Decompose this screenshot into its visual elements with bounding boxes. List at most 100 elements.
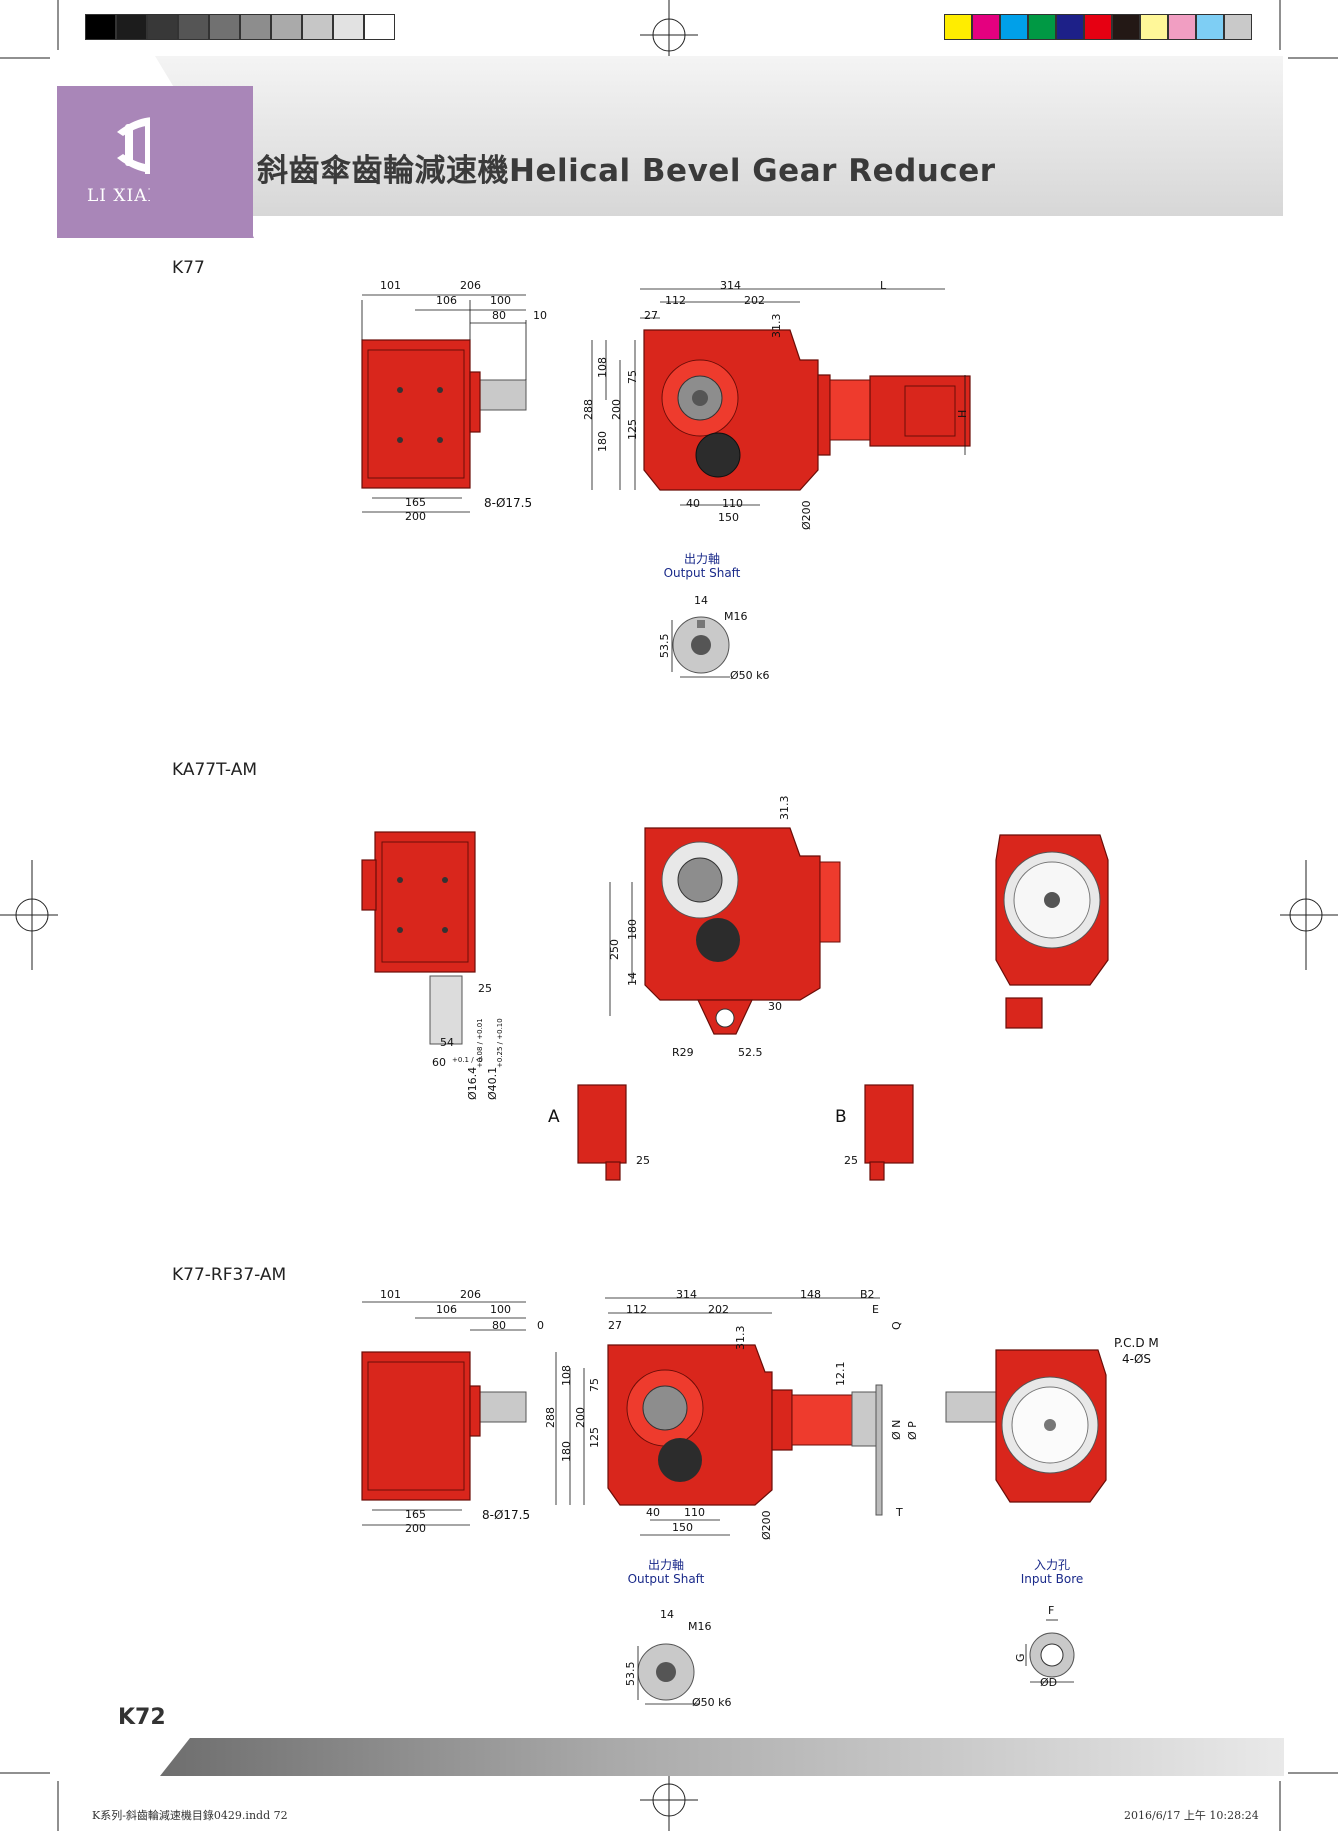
dim-label: 10	[533, 309, 547, 322]
color-swatch	[1224, 14, 1252, 40]
dim-label: 125	[588, 1427, 601, 1448]
output-shaft-caption-2: 出力軸 Output Shaft	[614, 1558, 718, 1586]
dim-label: 100	[490, 294, 511, 307]
dim-label: 200	[405, 1522, 426, 1535]
dim-label: 4-ØS	[1122, 1352, 1152, 1366]
output-shaft-en: Output Shaft	[663, 566, 741, 580]
dim-label: 60	[432, 1056, 446, 1069]
section-label-ka77: KA77T-AM	[172, 760, 257, 780]
dim-label: 314	[676, 1288, 697, 1301]
k77rf-side-view	[361, 1301, 527, 1526]
logo-corner	[150, 86, 254, 238]
ka77-front-view	[609, 827, 841, 1035]
color-bar	[944, 14, 1252, 42]
dim-label: 150	[718, 511, 739, 524]
dim-label: 25	[844, 1154, 858, 1167]
k77rf-front-view	[555, 1297, 883, 1536]
dim-label: 30	[768, 1000, 782, 1013]
dim-label: 75	[588, 1378, 601, 1392]
dim-label: 25	[636, 1154, 650, 1167]
footer-band	[160, 1738, 1284, 1776]
dim-label: M16	[724, 610, 748, 623]
file-info: K系列-斜齒輪減速機目錄0429.indd 72	[92, 1809, 288, 1822]
color-swatch	[333, 14, 364, 40]
dim-label: 14	[660, 1608, 674, 1621]
ka77-view-a	[577, 1084, 627, 1181]
dim-label: G	[1014, 1653, 1027, 1662]
dim-label: 25	[478, 982, 492, 995]
grayscale-bar	[85, 14, 395, 42]
color-swatch	[116, 14, 147, 40]
dim-label: P.C.D M	[1114, 1336, 1159, 1350]
dim-label: Ø P	[906, 1421, 919, 1440]
dim-label: 206	[460, 1288, 481, 1301]
title-band	[155, 56, 1283, 216]
color-swatch	[1028, 14, 1056, 40]
output-shaft-caption: 出力軸 Output Shaft	[650, 552, 754, 580]
k77rf-output-shaft-view	[637, 1643, 700, 1705]
dim-label: Ø50 k6	[692, 1696, 732, 1709]
dim-label: Ø200	[760, 1510, 773, 1540]
dim-label: 14	[694, 594, 708, 607]
color-swatch	[1196, 14, 1224, 40]
color-swatch	[1000, 14, 1028, 40]
dim-label: 165	[405, 496, 426, 509]
color-swatch	[944, 14, 972, 40]
dim-label: 200	[405, 510, 426, 523]
dim-label: E	[872, 1303, 879, 1316]
timestamp: 2016/6/17 上午 10:28:24	[1124, 1809, 1259, 1822]
color-swatch	[302, 14, 333, 40]
dim-label: 80	[492, 1319, 506, 1332]
k77rf-input-bore-view	[1025, 1619, 1075, 1683]
dim-label: 101	[380, 1288, 401, 1301]
dim-label: 288	[544, 1407, 557, 1428]
color-swatch	[271, 14, 302, 40]
color-swatch	[1056, 14, 1084, 40]
dim-label: 12.1	[834, 1361, 847, 1387]
dim-label: 106	[436, 294, 457, 307]
k77rf-end-view	[945, 1349, 1107, 1503]
output-shaft-cn: 出力軸	[683, 552, 720, 566]
section-label-k77: K77	[172, 258, 205, 278]
color-swatch	[1140, 14, 1168, 40]
dim-label: 80	[492, 309, 506, 322]
color-swatch	[364, 14, 395, 40]
dim-label: 40	[686, 497, 700, 510]
color-swatch	[972, 14, 1000, 40]
dim-label: 110	[684, 1506, 705, 1519]
color-swatch	[240, 14, 271, 40]
page-title: 斜齒傘齒輪減速機Helical Bevel Gear Reducer	[257, 153, 996, 189]
ka77-side-view	[361, 831, 476, 1045]
dim-label: L	[880, 279, 887, 292]
k77-front-view	[591, 288, 971, 506]
color-swatch	[85, 14, 116, 40]
color-swatch	[209, 14, 240, 40]
dim-tolerance: +0.1 / -0	[452, 1056, 483, 1064]
dim-label: 108	[560, 1365, 573, 1386]
dim-label: 8-Ø17.5	[484, 496, 533, 510]
input-bore-cn: 入力孔	[1033, 1558, 1070, 1572]
dim-label: Ø50 k6	[730, 669, 770, 682]
dim-label: 110	[722, 497, 743, 510]
color-swatch	[1112, 14, 1140, 40]
dim-label: M16	[688, 1620, 712, 1633]
output-shaft-cn: 出力軸	[647, 1558, 684, 1572]
dim-label: 202	[744, 294, 765, 307]
dim-label: Q	[890, 1321, 903, 1330]
view-label-b: B	[835, 1107, 847, 1127]
dim-label: 100	[490, 1303, 511, 1316]
dim-label: 0	[537, 1319, 544, 1332]
section-label-k77rf: K77-RF37-AM	[172, 1265, 287, 1285]
dim-label: 180	[560, 1441, 573, 1462]
color-swatch	[1084, 14, 1112, 40]
dim-label: 27	[608, 1319, 622, 1332]
dim-label: 8-Ø17.5	[482, 1508, 531, 1522]
dim-label: 206	[460, 279, 481, 292]
dim-label: 148	[800, 1288, 821, 1301]
dim-label: 40	[646, 1506, 660, 1519]
dim-label: 112	[626, 1303, 647, 1316]
dim-label: 112	[665, 294, 686, 307]
dim-label: 54	[440, 1036, 454, 1049]
